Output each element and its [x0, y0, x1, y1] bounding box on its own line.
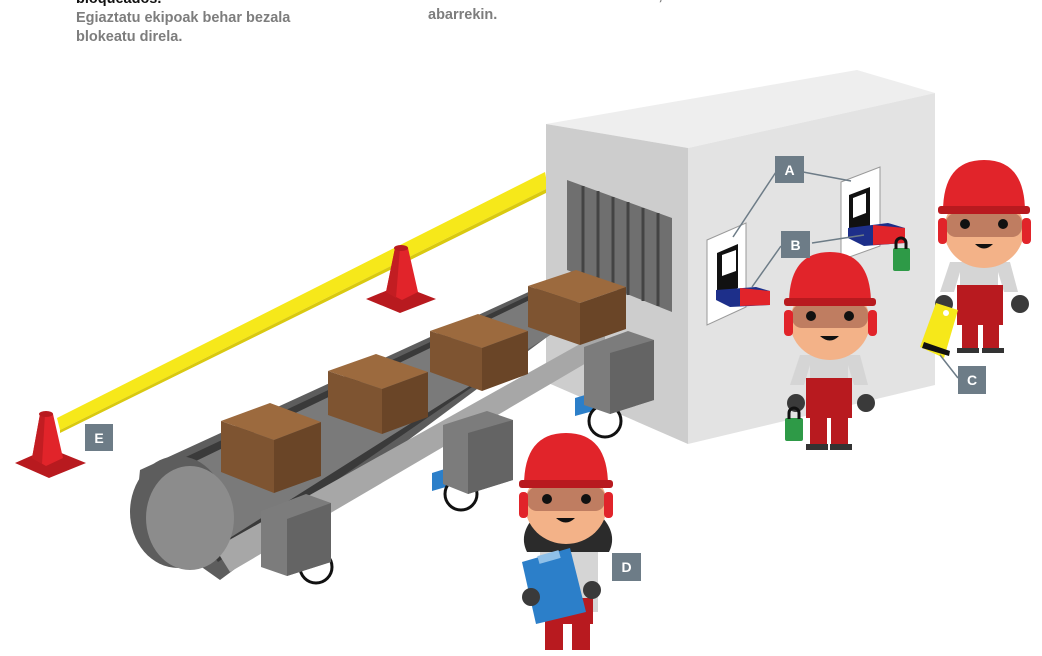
callout-label-e: E — [85, 424, 113, 451]
barrier-tape — [57, 172, 548, 433]
callout-label-a: A — [775, 156, 804, 183]
worker-with-tag — [920, 160, 1031, 358]
callout-label-d: D — [612, 553, 641, 581]
worker-with-clipboard — [519, 433, 613, 650]
svg-text:E: E — [94, 430, 103, 446]
svg-text:D: D — [621, 559, 631, 575]
svg-text:A: A — [784, 162, 794, 178]
svg-text:B: B — [790, 237, 800, 253]
traffic-cone-back — [366, 245, 436, 313]
svg-text:C: C — [967, 372, 977, 388]
callout-label-b: B — [781, 231, 810, 258]
padlock-icon — [785, 418, 803, 441]
padlock-icon — [893, 248, 910, 271]
callout-label-c: C — [958, 366, 986, 394]
